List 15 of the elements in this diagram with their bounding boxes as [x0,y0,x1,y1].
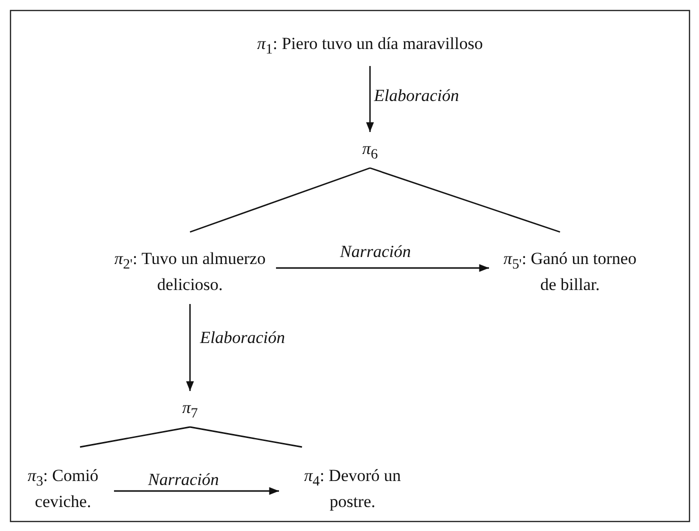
tree-branch-line [190,167,370,233]
arrow [366,66,374,132]
node-text: π$_{4}$: Devoró un postre. [303,465,402,513]
node-text: π$_{2'}$: Tuvo un almuerzo delicioso. [113,248,267,296]
arrow [186,304,194,391]
tree-branch-line [370,167,560,233]
node-text: π$_{5'}$: Ganó un torneo de billar. [502,248,638,296]
arrow [276,264,489,272]
node-text: π$_{6}$ [362,138,378,164]
tree-branch-line [190,426,302,448]
node-text: π$_{3}$: Comió ceviche. [26,465,100,513]
node-text: π$_{7}$ [182,397,198,423]
node-text: π$_{1}$: Piero tuvo un día maravilloso [257,33,483,59]
tree-branch-line [80,426,190,448]
arrow [114,487,279,495]
